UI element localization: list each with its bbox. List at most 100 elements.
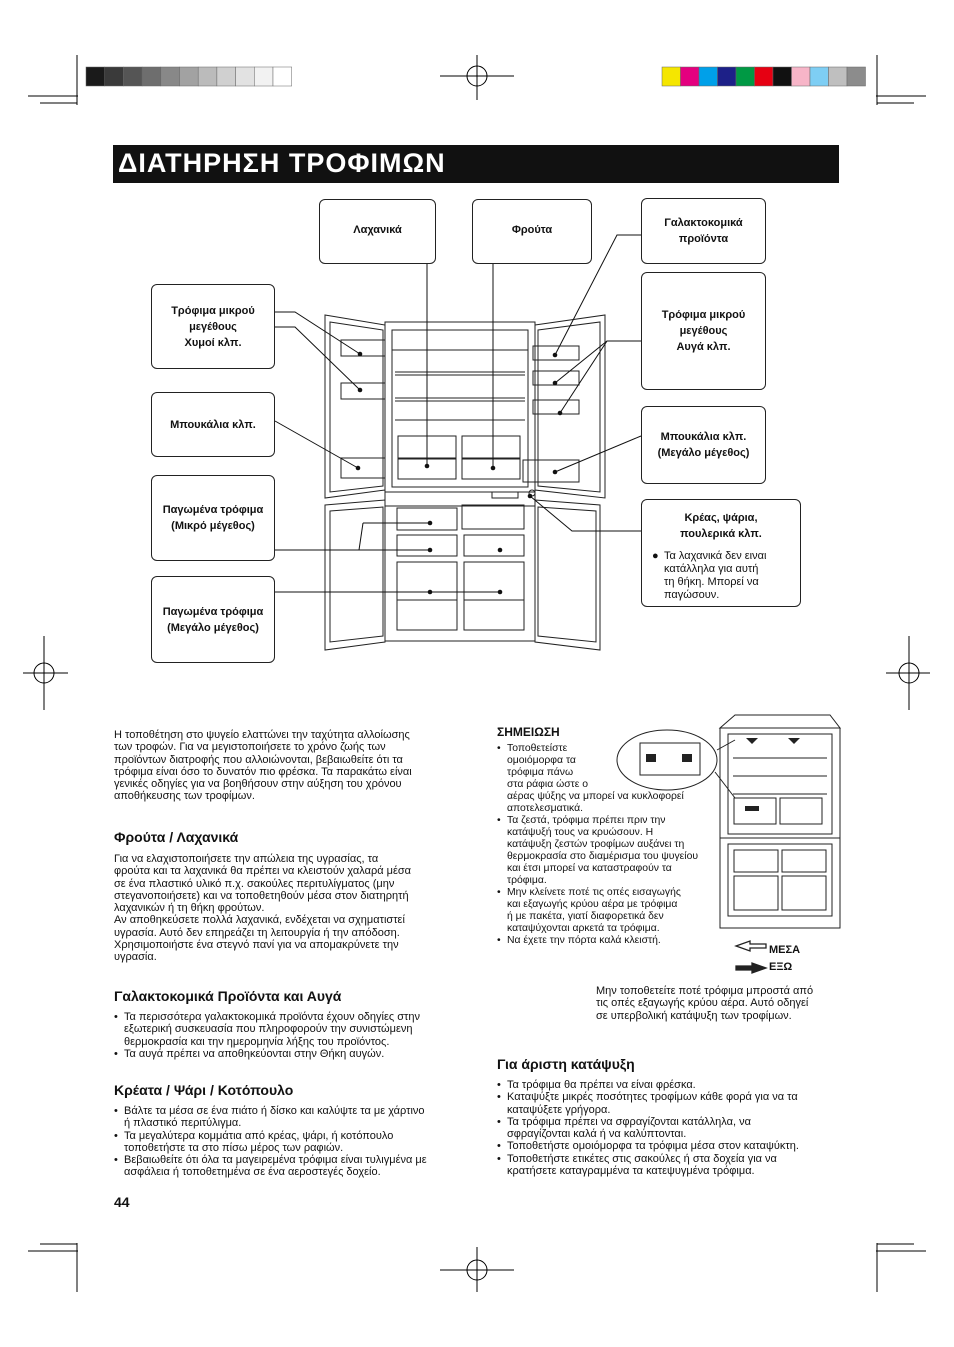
meat-note-l4: παγώσουν.: [664, 589, 720, 601]
callout-meat-l2: πουλερικά κλπ.: [680, 528, 762, 540]
list-item: Τα ζεστά, τρόφιμα πρέπει πριν την κατάψυ…: [497, 815, 727, 887]
list-item: Καταψύξτε μικρές ποσότητες τροφίμων κάθε…: [497, 1091, 842, 1116]
intro-line: προϊόντων διατροφής που αλλοιώνονται, βε…: [114, 753, 403, 766]
intro-paragraph: Η τοποθέτηση στο ψυγείο ελαττώνει την τα…: [114, 729, 459, 803]
callout-small-right-l1: Τρόφιμα μικρού: [661, 309, 746, 321]
callout-fruits-text: Φρούτα: [511, 224, 553, 236]
callout-frozen-large-l2: (Μεγάλο μέγεθος): [167, 621, 259, 634]
callout-frozen-small-l2: (Μικρό μέγεθος): [171, 520, 255, 532]
list-item: Βάλτε τα μέσα σε ένα πιάτο ή δίσκο και κ…: [114, 1105, 464, 1130]
meat-item-line: ασφάλεια ή τοποθετημένα σε ένα αεροστεγέ…: [124, 1166, 381, 1179]
meat-note-l2: κατάλληλα για αυτή: [664, 563, 759, 575]
callout-frozen-small: Παγωμένα τρόφιμα (Μικρό μέγεθος): [151, 475, 275, 561]
airflow-caption: Μην τοποθετείτε ποτέ τρόφιμα μπροστά από…: [596, 985, 846, 1022]
callout-small-right-l3: Αυγά κλπ.: [676, 341, 731, 353]
callout-bottles-right: Μπουκάλια κλπ. (Μεγάλο μέγεθος): [641, 406, 766, 484]
intro-line: Η τοποθέτηση στο ψυγείο ελαττώνει την τα…: [114, 729, 410, 741]
list-item: Να έχετε την πόρτα καλά κλειστή.: [497, 935, 727, 947]
page-title: ΔΙΑΤΗΡΗΣΗ ΤΡΟΦΙΜΩΝ: [118, 148, 446, 178]
fruits-line: φρούτα και τα λαχανικά θα πρέπει να κλει…: [114, 865, 412, 878]
freezing-item-line: Τοποθετήστε ετικέτες στις σακούλες ή στα…: [507, 1152, 777, 1165]
fruits-line: Για να ελαχιστοποιήσετε την απώλεια της …: [114, 853, 379, 865]
intro-line: γενικές οδηγίες για να βοηθήσουν στην αύ…: [114, 778, 402, 791]
note-item-line: τρόφιμα.: [507, 875, 547, 886]
freezing-item-line: καταψύξετε γρήγορα.: [507, 1103, 611, 1116]
legend-out-label: ΕΞΩ: [769, 961, 793, 973]
freezing-item-line: Καταψύξτε μικρές ποσότητες τροφίμων κάθε…: [507, 1091, 798, 1104]
callout-small-left-l2: μεγέθους: [189, 320, 237, 333]
intro-line: αποθήκευσης των τροφίμων.: [114, 790, 255, 803]
callout-vegetables: Λαχανικά: [319, 199, 436, 264]
dairy-item-line: εξωτερική συσκευασία που πληροφορούν την…: [124, 1023, 413, 1036]
meat-item-line: τοποθετήστε τα στο πίσω μέρος των ραφιών…: [124, 1141, 344, 1154]
meat-list: Βάλτε τα μέσα σε ένα πιάτο ή δίσκο και κ…: [114, 1105, 464, 1179]
note-item-line: Μην κλείνετε ποτέ τις οπές εισαγωγής: [507, 887, 681, 898]
note-item-line: ή με πακέτα, γιατί διαφορετικά δεν: [507, 911, 664, 922]
freezing-item-line: Τα τρόφιμα θα πρέπει να είναι φρέσκα.: [507, 1079, 696, 1091]
callout-meat: Κρέας, ψάρια, πουλερικά κλπ. ●Τα λαχανικ…: [641, 499, 801, 607]
callout-frozen-large-l1: Παγωμένα τρόφιμα: [162, 605, 264, 618]
note-heading: ΣΗΜΕΙΩΣΗ: [497, 725, 560, 739]
callout-fruits: Φρούτα: [472, 199, 592, 264]
fruits-line: λαχανικών ή τη θήκη φρούτων.: [114, 902, 265, 915]
note-item-line: και έτσι μπορεί να καταστραφούν τα: [507, 863, 672, 874]
note-item-line: και εξαγωγής κρύου αέρα με τρόφιμα: [507, 899, 678, 910]
note-item-line: τρόφιμα πάνω: [507, 767, 574, 778]
note-item-line: Τα ζεστά, τρόφιμα πρέπει πριν την: [507, 815, 666, 826]
callout-frozen-large: Παγωμένα τρόφιμα (Μεγάλο μέγεθος): [151, 576, 275, 663]
callout-dairy: Γαλακτοκομικά προϊόντα: [641, 198, 766, 264]
callout-meat-note: ●Τα λαχανικά δεν ειναι κατάλληλα για αυτ…: [642, 550, 800, 602]
list-item: Μην κλείνετε ποτέ τις οπές εισαγωγής και…: [497, 887, 727, 935]
fruits-heading: Φρούτα / Λαχανικά: [114, 829, 239, 845]
callout-small-left-l3: Χυμοί κλπ.: [184, 336, 242, 349]
dairy-item-line: Τα αυγά πρέπει να αποθηκεύονται στην Θήκ…: [124, 1047, 385, 1060]
dairy-item-line: θερμοκρασία και την ημερομηνία λήξης του…: [124, 1035, 390, 1048]
fruits-line: σε ένα πλαστικό υλικό π.χ. σακούλες περι…: [114, 877, 395, 890]
fruits-line: Χρησιμοποιήστε ένα στεγνό πανί για να απ…: [114, 939, 399, 952]
note-item-line: στα ράφια ώστε ο: [507, 779, 589, 790]
list-item: Τα μεγαλύτερα κομμάτια από κρέας, ψάρι, …: [114, 1130, 464, 1155]
list-item: Βεβαιωθείτε ότι όλα τα μαγειρεμένα τρόφι…: [114, 1154, 464, 1179]
list-item: Τα τρόφιμα θα πρέπει να είναι φρέσκα.: [497, 1079, 842, 1092]
note-item-line: Να έχετε την πόρτα καλά κλειστή.: [507, 935, 661, 946]
fruits-line: στεγανοποιήσετε) και να τοποθετηθούν μέσ…: [114, 889, 409, 902]
freezing-heading: Για άριστη κατάψυξη: [497, 1056, 635, 1072]
callout-small-right-l2: μεγέθους: [679, 325, 728, 337]
color-swatch: [846, 66, 866, 87]
note-item-line: αέρας ψύξης να μπορεί να κυκλοφορεί: [507, 791, 684, 802]
freezing-item-line: κρατήσετε καταγραμμένα τα κατεψυγμένα τρ…: [507, 1165, 755, 1178]
note-item-line: αποτελεσματικά.: [507, 803, 584, 814]
color-swatch: [272, 66, 292, 87]
page-title-bar: ΔΙΑΤΗΡΗΣΗ ΤΡΟΦΙΜΩΝ: [113, 145, 839, 183]
fruits-line: υγρασία. Αυτό δεν επηρεάζει τη λειτουργί…: [114, 926, 400, 939]
refrigerator-diagram: [274, 234, 642, 651]
meat-note-l1: Τα λαχανικά δεν ειναι: [664, 550, 767, 562]
list-item: Τοποθετείστε ομοιόμορφα τα τρόφιμα πάνω …: [497, 743, 727, 815]
dairy-item-line: Τα περισσότερα γαλακτοκομικά προϊόντα έχ…: [124, 1011, 421, 1023]
meat-note-l3: τη θήκη. Μπορεί να: [664, 576, 759, 588]
callout-bottles-left: Μπουκάλια κλπ.: [151, 392, 275, 457]
meat-heading: Κρέατα / Ψάρι / Κοτόπουλο: [114, 1082, 294, 1098]
freezing-item-line: Τοποθετήστε ομοιόμορφα τα τρόφιμα μέσα σ…: [507, 1140, 799, 1153]
callout-bottles-left-text: Μπουκάλια κλπ.: [170, 418, 256, 431]
intro-line: τρόφιμα είναι όσο το δυνατόν πιο φρέσκα.…: [114, 765, 412, 778]
note-item-line: θερμοκρασία στο διαμέρισμα του ψυγείου: [507, 851, 699, 862]
list-item: Τα αυγά πρέπει να αποθηκεύονται στην Θήκ…: [114, 1047, 459, 1061]
dairy-list: Τα περισσότερα γαλακτοκομικά προϊόντα έχ…: [114, 1011, 459, 1060]
callout-vegetables-text: Λαχανικά: [353, 224, 402, 236]
callout-bottles-right-l2: (Μεγάλο μέγεθος): [657, 447, 750, 459]
fruits-paragraph: Για να ελαχιστοποιήσετε την απώλεια της …: [114, 853, 459, 964]
freezing-list: Τα τρόφιμα θα πρέπει να είναι φρέσκα. Κα…: [497, 1079, 842, 1177]
airflow-caption-line: τις οπές εξαγωγής κρύου αέρα. Αυτό οδηγε…: [596, 997, 809, 1010]
list-item: Τα περισσότερα γαλακτοκομικά προϊόντα έχ…: [114, 1011, 459, 1048]
callout-meat-l1: Κρέας, ψάρια,: [684, 512, 758, 524]
freezing-item-line: Τα τρόφιμα πρέπει να σφραγίζονται κατάλλ…: [507, 1115, 751, 1128]
note-item-line: ομοιόμορφα τα: [507, 755, 576, 766]
freezing-item-line: σφραγίζονται καλά ή να καλύπτονται.: [507, 1128, 687, 1141]
meat-item-line: Βεβαιωθείτε ότι όλα τα μαγειρεμένα τρόφι…: [124, 1154, 427, 1167]
callout-small-right: Τρόφιμα μικρού μεγέθους Αυγά κλπ.: [641, 272, 766, 390]
note-item-line: κατάψυξή τους να κρυώσουν. Η: [507, 827, 654, 838]
callout-dairy-text: Γαλακτοκομικά προϊόντα: [664, 217, 743, 245]
note-item-line: κατάψυξη ζεστών τροφίμων αυξάνει τη: [507, 839, 685, 850]
